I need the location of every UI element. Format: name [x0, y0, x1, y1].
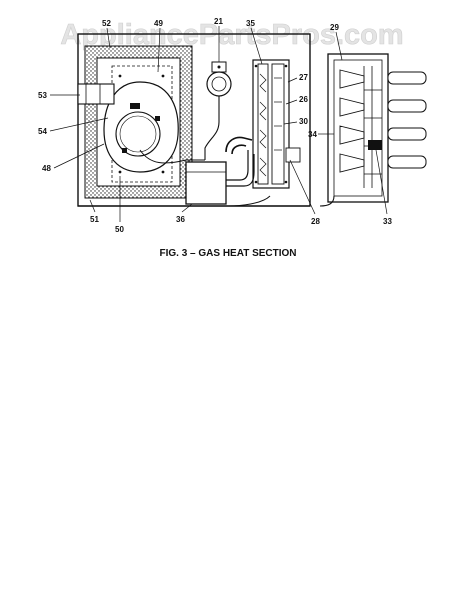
heat-exchanger-assembly	[252, 59, 301, 189]
inducer-blower-housing	[103, 81, 179, 173]
burner-assembly	[319, 53, 427, 207]
callout-27: 27	[299, 73, 308, 82]
callout-labels: 52 49 21 35 27 26 30 29 34 53 54 48 51 5…	[38, 17, 392, 234]
gas-valve	[185, 161, 227, 205]
leader-lines	[49, 26, 388, 222]
igniter	[368, 140, 382, 150]
inducer-outlet-duct	[77, 83, 115, 105]
callout-26: 26	[299, 95, 308, 104]
pressure-tubing	[139, 96, 271, 207]
cabinet	[77, 33, 311, 207]
callout-33: 33	[383, 217, 392, 226]
callout-54: 54	[38, 127, 47, 136]
callout-34: 34	[308, 130, 317, 139]
callout-35: 35	[246, 19, 255, 28]
callout-51: 51	[90, 215, 99, 224]
burner-tubes	[339, 66, 427, 188]
callout-49: 49	[154, 19, 163, 28]
callout-53: 53	[38, 91, 47, 100]
callout-50: 50	[115, 225, 124, 234]
figure-caption: FIG. 3 – GAS HEAT SECTION	[159, 248, 296, 259]
gas-manifold-pipe	[226, 150, 255, 187]
callout-52: 52	[102, 19, 111, 28]
callout-21: 21	[214, 17, 223, 26]
callout-29: 29	[330, 23, 339, 32]
pressure-switch	[206, 61, 232, 97]
callout-28: 28	[311, 217, 320, 226]
callout-36: 36	[176, 215, 185, 224]
callout-48: 48	[42, 164, 51, 173]
callout-30: 30	[299, 117, 308, 126]
